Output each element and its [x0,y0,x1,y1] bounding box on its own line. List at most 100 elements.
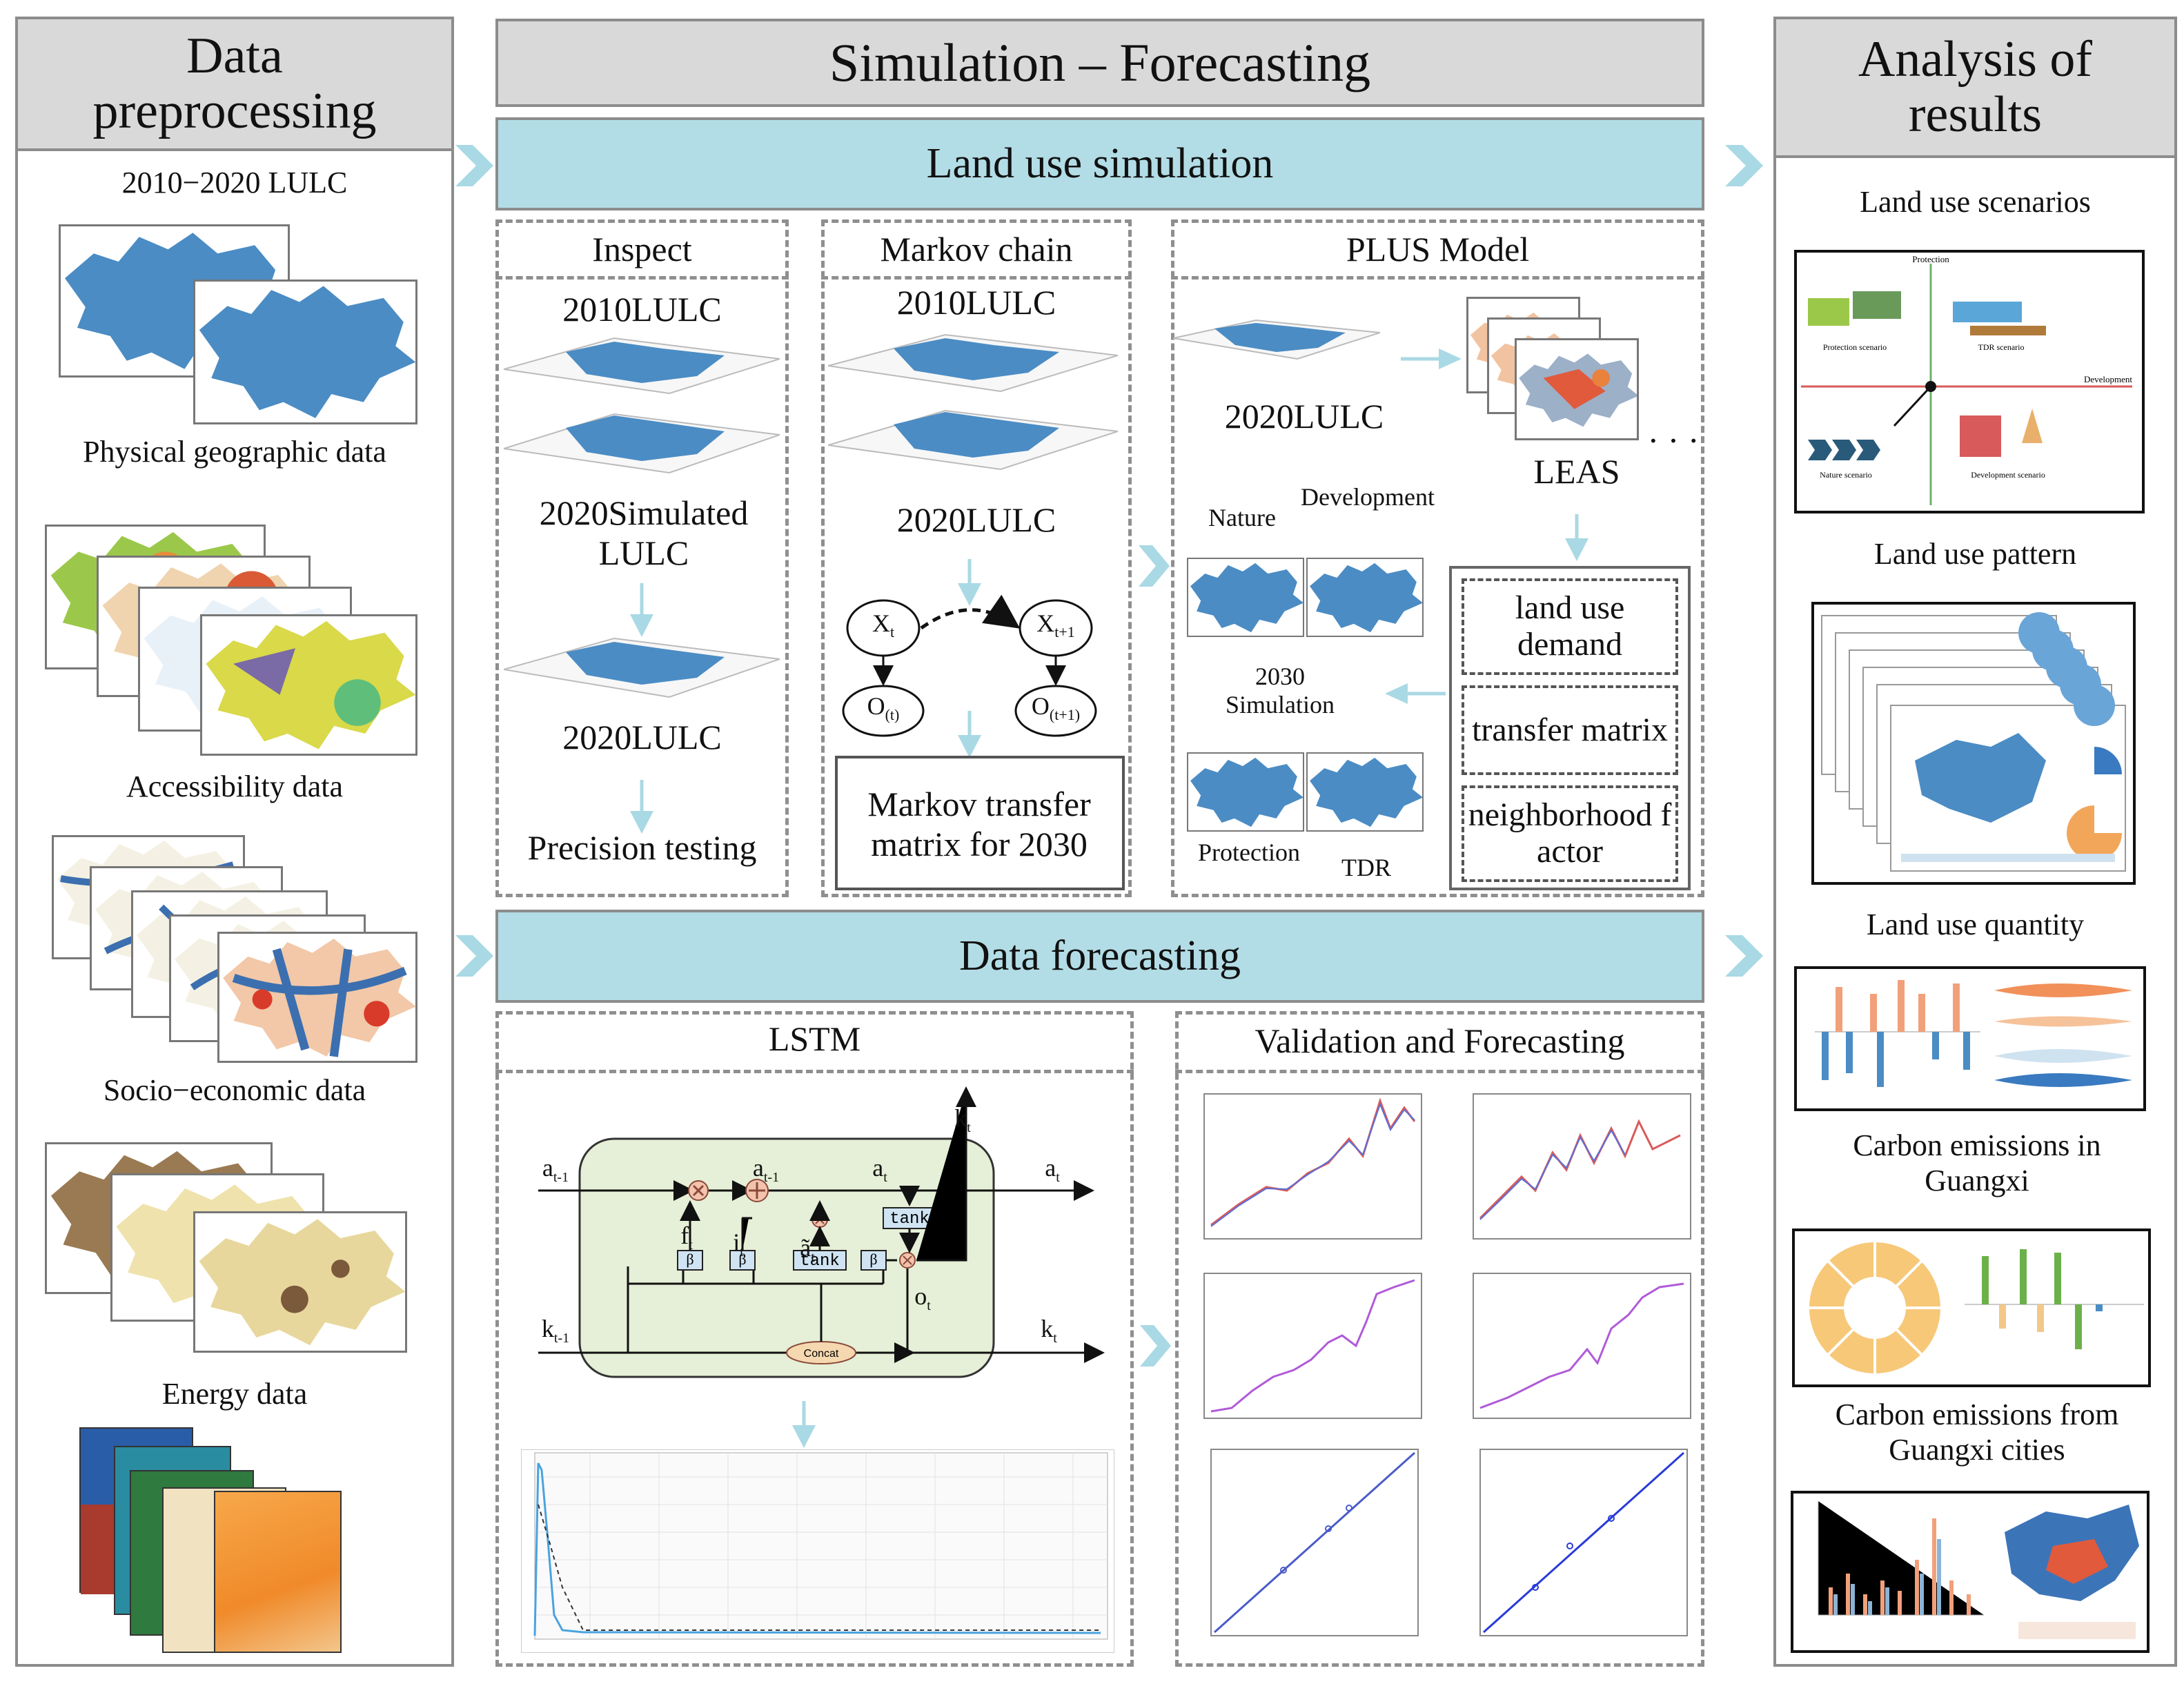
carbon-cities-label: Carbon emissions from Guangxi cities [1835,1398,2119,1467]
lstm-a-tilde: ãt [800,1234,815,1266]
physical-map-4 [200,614,417,756]
lstm-k-out: kt [1041,1315,1057,1347]
forecast-band-label: Data forecasting [959,932,1241,979]
plus-divider [1171,276,1704,280]
lstm-k-top: kt [954,1104,971,1136]
inspect-divider [495,276,789,280]
factor-neighborhood: neighborhood factor [1462,785,1678,882]
svg-text:Protection: Protection [1912,254,1949,264]
plus-2020lulc: 2020LULC [1224,397,1384,435]
right-title: Analysis of results [1858,30,2093,143]
scenario-tdr-label: TDR [1341,854,1391,881]
markov-title: Markov chain [880,230,1073,268]
down-arrow-icon [958,711,981,758]
lstm-divider [495,1070,1134,1073]
carbon-cities-chart [1791,1491,2149,1653]
markov-matrix-box: Markov transfer matrix for 2030 [835,756,1125,890]
center-header: Simulation – Forecasting [495,19,1704,107]
simulation-band-label: Land use simulation [926,140,1274,187]
scenario-quadrant: Protection Development Protection scenar… [1794,250,2145,513]
plus-leas: LEAS [1533,452,1620,491]
node-xt: Xt [872,609,895,641]
lstm-f-t: ft [680,1222,693,1253]
svg-text:tank: tank [889,1210,929,1228]
svg-text:Development: Development [2084,374,2132,384]
chevron-right-icon [1725,935,1763,977]
validation-plot-3 [1203,1273,1422,1419]
scenario-develop-map [1306,558,1424,637]
inspect-precision: Precision testing [527,828,757,867]
inspect-box [495,219,789,897]
node-xt1: Xt+1 [1036,609,1075,641]
scenario-nature-map [1187,558,1304,637]
node-ot1: O(t+1) [1031,692,1081,724]
validation-plot-4 [1473,1273,1691,1419]
pattern-stack [1821,612,2126,872]
svg-text:TDR scenario: TDR scenario [1978,342,2025,352]
lulc-map-2020 [193,280,417,424]
right-arrow-icon [1401,349,1462,369]
left-arrow-icon [1385,683,1446,704]
plus-title: PLUS Model [1346,230,1530,268]
left-header: Data preprocessing [15,17,454,151]
node-ot: O(t) [867,692,900,724]
validation-plot-6 [1479,1449,1688,1636]
inspect-map-stack [504,337,780,474]
energy-label: Energy data [161,1377,308,1411]
inspect-map-2020 [504,637,780,698]
access-map-5 [217,932,417,1063]
scenarios-label: Land use scenarios [1860,185,2091,219]
loss-plot [521,1449,1114,1653]
markov-matrix-label: Markov transfer matrix for 2030 [867,785,1091,863]
validation-divider [1175,1070,1704,1073]
scenario-nature-label: Nature [1208,504,1276,531]
inspect-2020simulated: 2020Simulated LULC [539,493,749,572]
quantity-label: Land use quantity [1866,908,2085,941]
center-title: Simulation – Forecasting [829,32,1371,92]
markov-2020lulc: 2020LULC [896,500,1056,539]
chevron-right-icon [455,145,493,186]
markov-2010lulc: 2010LULC [896,283,1056,322]
lstm-a-mid: at-1 [752,1154,780,1186]
carbon-guangxi-label: Carbon emissions in Guangxi [1853,1128,2101,1197]
down-arrow-icon [630,583,653,637]
validation-plot-2 [1473,1093,1691,1240]
scenario-protection-label: Protection [1198,839,1300,866]
chevron-right-icon [1139,545,1170,587]
simulation-2030-label: 2030 Simulation [1225,663,1335,719]
inspect-2020lulc: 2020LULC [562,718,722,756]
lstm-k-prev: kt-1 [541,1315,570,1347]
factor-demand: land use demand [1462,578,1678,675]
lstm-title: LSTM [768,1019,861,1058]
forecast-band: Data forecasting [495,910,1704,1003]
lstm-box [495,1011,1134,1667]
plus-input-map [1173,319,1380,360]
scenario-develop-label: Development [1301,483,1435,511]
down-arrow-icon [1565,514,1588,561]
lstm-cell: β β tank β tank Concat [538,1086,1105,1378]
validation-plot-1 [1203,1093,1422,1240]
hmm-graph [842,594,1097,737]
down-arrow-icon [792,1401,816,1448]
lstm-o-t: ot [914,1282,931,1314]
markov-box [821,219,1132,897]
svg-text:β: β [686,1251,693,1268]
socio-map-3 [193,1211,407,1353]
lstm-a-t: at [872,1154,887,1186]
right-header: Analysis of results [1773,17,2177,158]
scenario-tdr-map [1306,752,1424,832]
inspect-2010lulc: 2010LULC [562,290,722,329]
lulc-label: 2010−2020 LULC [121,166,348,199]
svg-text:Nature scenario: Nature scenario [1820,470,1872,480]
accessibility-label: Accessibility data [126,770,343,803]
chevron-right-icon [455,935,493,977]
quantity-chart [1794,966,2146,1111]
chevron-right-icon [1140,1325,1171,1367]
validation-box [1175,1011,1704,1667]
factor-transfer: transfer matrix [1462,685,1678,775]
markov-divider [821,276,1132,280]
carbon-guangxi-chart [1792,1228,2151,1387]
lstm-a-out: at [1045,1154,1060,1186]
validation-title: Validation and Forecasting [1255,1021,1625,1060]
